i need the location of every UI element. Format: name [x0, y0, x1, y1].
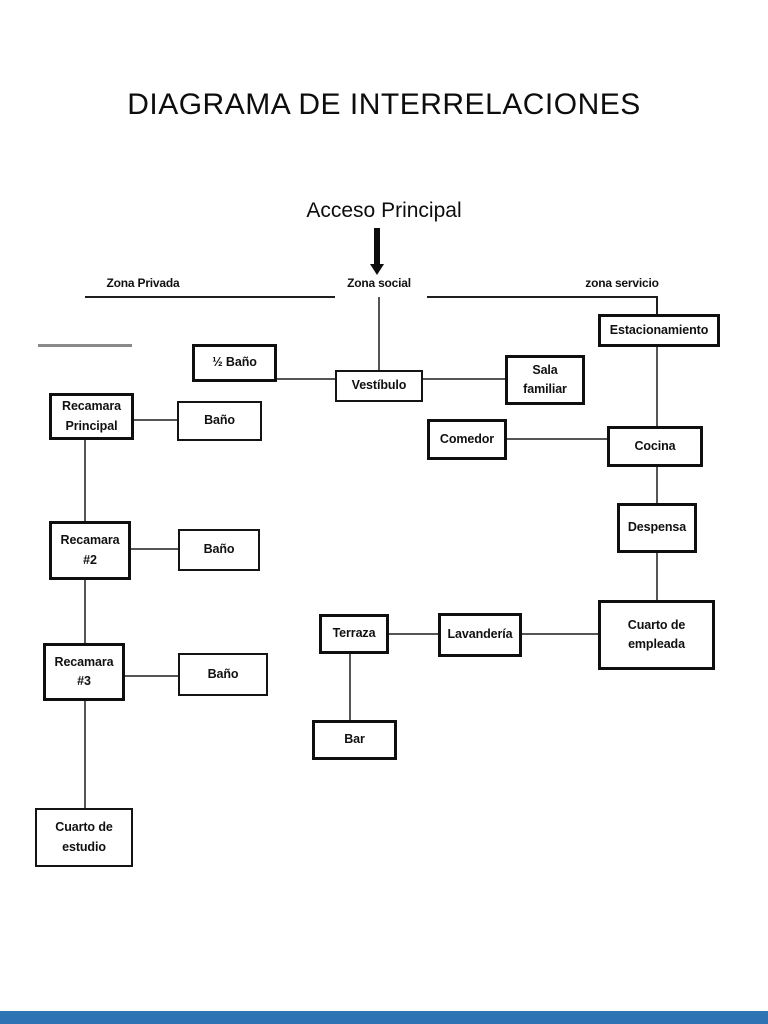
- node-half-bath: ½ Baño: [192, 344, 277, 382]
- node-despensa: Despensa: [617, 503, 697, 553]
- acceso-principal-label: Acceso Principal: [306, 199, 462, 222]
- connector-rec2-bano2: [131, 548, 178, 550]
- node-cocina: Cocina: [607, 426, 703, 467]
- left-margin-stub-line: [38, 344, 132, 347]
- node-vestibulo: Vestíbulo: [335, 370, 423, 402]
- node-sala-familiar-label: Sala familiar: [523, 362, 567, 396]
- node-recamara-3: Recamara #3: [43, 643, 125, 701]
- node-bano-1-label: Baño: [204, 413, 235, 428]
- connector-recprincipal-bano1: [134, 419, 177, 421]
- connector-despensa-empleada: [656, 553, 658, 600]
- connector-rec2-rec3: [84, 580, 86, 643]
- down-arrow-head-icon: [370, 264, 384, 275]
- node-bano-3: Baño: [178, 653, 268, 696]
- zone-label-privada: Zona Privada: [106, 276, 180, 290]
- connector-cocina-despensa: [656, 467, 658, 503]
- node-estacionamiento-label: Estacionamiento: [609, 322, 709, 337]
- node-recamara-principal-label: Recamara Principal: [62, 399, 121, 433]
- node-lavanderia: Lavandería: [438, 613, 522, 657]
- node-lavanderia-label: Lavandería: [447, 627, 513, 642]
- connector-terraza-bar: [349, 654, 351, 720]
- node-recamara-principal: Recamara Principal: [49, 393, 134, 440]
- zone-servicio-drop-line: [656, 296, 658, 314]
- connector-vestibulo-salafamiliar: [423, 378, 505, 380]
- connector-social-vestibulo: [378, 297, 380, 370]
- node-cocina-label: Cocina: [634, 438, 676, 453]
- zone-rule-right: [427, 296, 657, 298]
- connector-rec3-bano3: [125, 675, 178, 677]
- node-bano-2: Baño: [178, 529, 260, 571]
- node-terraza-label: Terraza: [332, 626, 376, 641]
- node-terraza: Terraza: [319, 614, 389, 654]
- zone-label-servicio: zona servicio: [585, 276, 659, 290]
- node-half-bath-label: ½ Baño: [212, 355, 257, 370]
- connector-lavanderia-empleada: [522, 633, 598, 635]
- connector-rec3-estudio: [84, 701, 86, 808]
- node-bano-2-label: Baño: [203, 542, 235, 557]
- node-estacionamiento: Estacionamiento: [598, 314, 720, 347]
- page-title: DIAGRAMA DE INTERRELACIONES: [127, 88, 641, 121]
- node-bano-3-label: Baño: [207, 666, 239, 681]
- zone-label-social: Zona social: [347, 276, 411, 290]
- node-comedor: Comedor: [427, 419, 507, 460]
- footer-bar: [0, 1011, 768, 1024]
- node-cuarto-empleada: Cuarto de empleada: [598, 600, 715, 670]
- node-vestibulo-label: Vestíbulo: [351, 378, 407, 393]
- node-comedor-label: Comedor: [439, 431, 495, 446]
- node-recamara-2-label: Recamara #2: [60, 533, 120, 567]
- zone-rule-left: [85, 296, 335, 298]
- node-cuarto-estudio: Cuarto de estudio: [35, 808, 133, 867]
- connector-estacionamiento-cocina: [656, 347, 658, 426]
- node-bano-1: Baño: [177, 401, 262, 441]
- node-recamara-2: Recamara #2: [49, 521, 131, 580]
- node-cuarto-empleada-label: Cuarto de empleada: [627, 617, 686, 651]
- connector-terraza-lavanderia: [389, 633, 438, 635]
- node-cuarto-estudio-label: Cuarto de estudio: [55, 820, 113, 854]
- down-arrow-icon: [374, 228, 380, 266]
- node-recamara-3-label: Recamara #3: [54, 654, 114, 688]
- connector-halfbath-vestibulo: [277, 378, 335, 380]
- node-bar: Bar: [312, 720, 397, 760]
- node-sala-familiar: Sala familiar: [505, 355, 585, 405]
- connector-comedor-cocina: [507, 438, 607, 440]
- node-bar-label: Bar: [344, 732, 365, 747]
- connector-recprincipal-rec2: [84, 440, 86, 521]
- node-despensa-label: Despensa: [627, 520, 687, 535]
